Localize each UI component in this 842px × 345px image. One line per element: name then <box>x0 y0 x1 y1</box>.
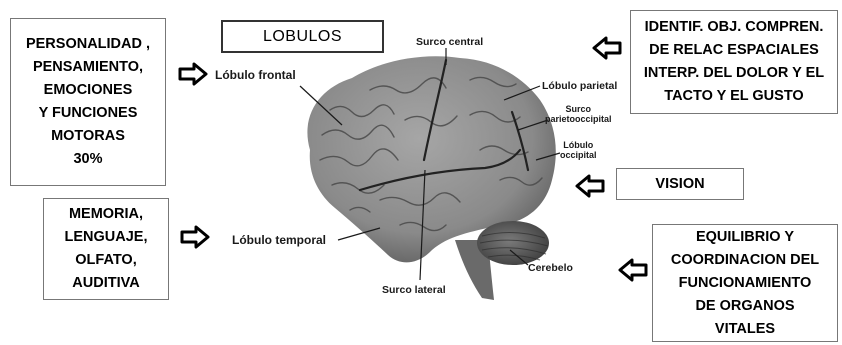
occipital-function-box: VISION <box>616 168 744 200</box>
arrow-right-icon <box>180 225 210 249</box>
cerebellum-shape <box>477 221 549 265</box>
label-surco-central: Surco central <box>416 36 483 48</box>
label-surco-lateral: Surco lateral <box>382 284 446 296</box>
arrow-left-icon <box>618 258 648 282</box>
frontal-function-text: PERSONALIDAD , PENSAMIENTO, EMOCIONES Y … <box>26 33 150 171</box>
cerebellum-function-box: EQUILIBRIO Y COORDINACION DEL FUNCIONAMI… <box>652 224 838 342</box>
temporal-function-text: MEMORIA, LENGUAJE, OLFATO, AUDITIVA <box>65 203 148 295</box>
cerebellum-function-text: EQUILIBRIO Y COORDINACION DEL FUNCIONAMI… <box>671 226 819 341</box>
arrow-left-icon <box>592 36 622 60</box>
parietal-function-box: IDENTIF. OBJ. COMPREN. DE RELAC ESPACIAL… <box>630 10 838 114</box>
label-surco-parietooccipital: Surco parietooccipital <box>545 104 612 124</box>
occipital-function-text: VISION <box>655 173 704 196</box>
title-box: LOBULOS <box>221 20 384 53</box>
label-lobulo-parietal: Lóbulo parietal <box>542 80 617 92</box>
page-title: LOBULOS <box>263 25 342 48</box>
arrow-right-icon <box>178 62 208 86</box>
parietal-function-text: IDENTIF. OBJ. COMPREN. DE RELAC ESPACIAL… <box>644 16 824 108</box>
label-lobulo-occipital: Lóbulo occipital <box>560 140 597 160</box>
label-lobulo-frontal: Lóbulo frontal <box>215 69 296 81</box>
label-cerebelo: Cerebelo <box>528 262 573 274</box>
frontal-function-box: PERSONALIDAD , PENSAMIENTO, EMOCIONES Y … <box>10 18 166 186</box>
arrow-left-icon <box>575 174 605 198</box>
temporal-function-box: MEMORIA, LENGUAJE, OLFATO, AUDITIVA <box>43 198 169 300</box>
label-lobulo-temporal: Lóbulo temporal <box>232 234 326 246</box>
